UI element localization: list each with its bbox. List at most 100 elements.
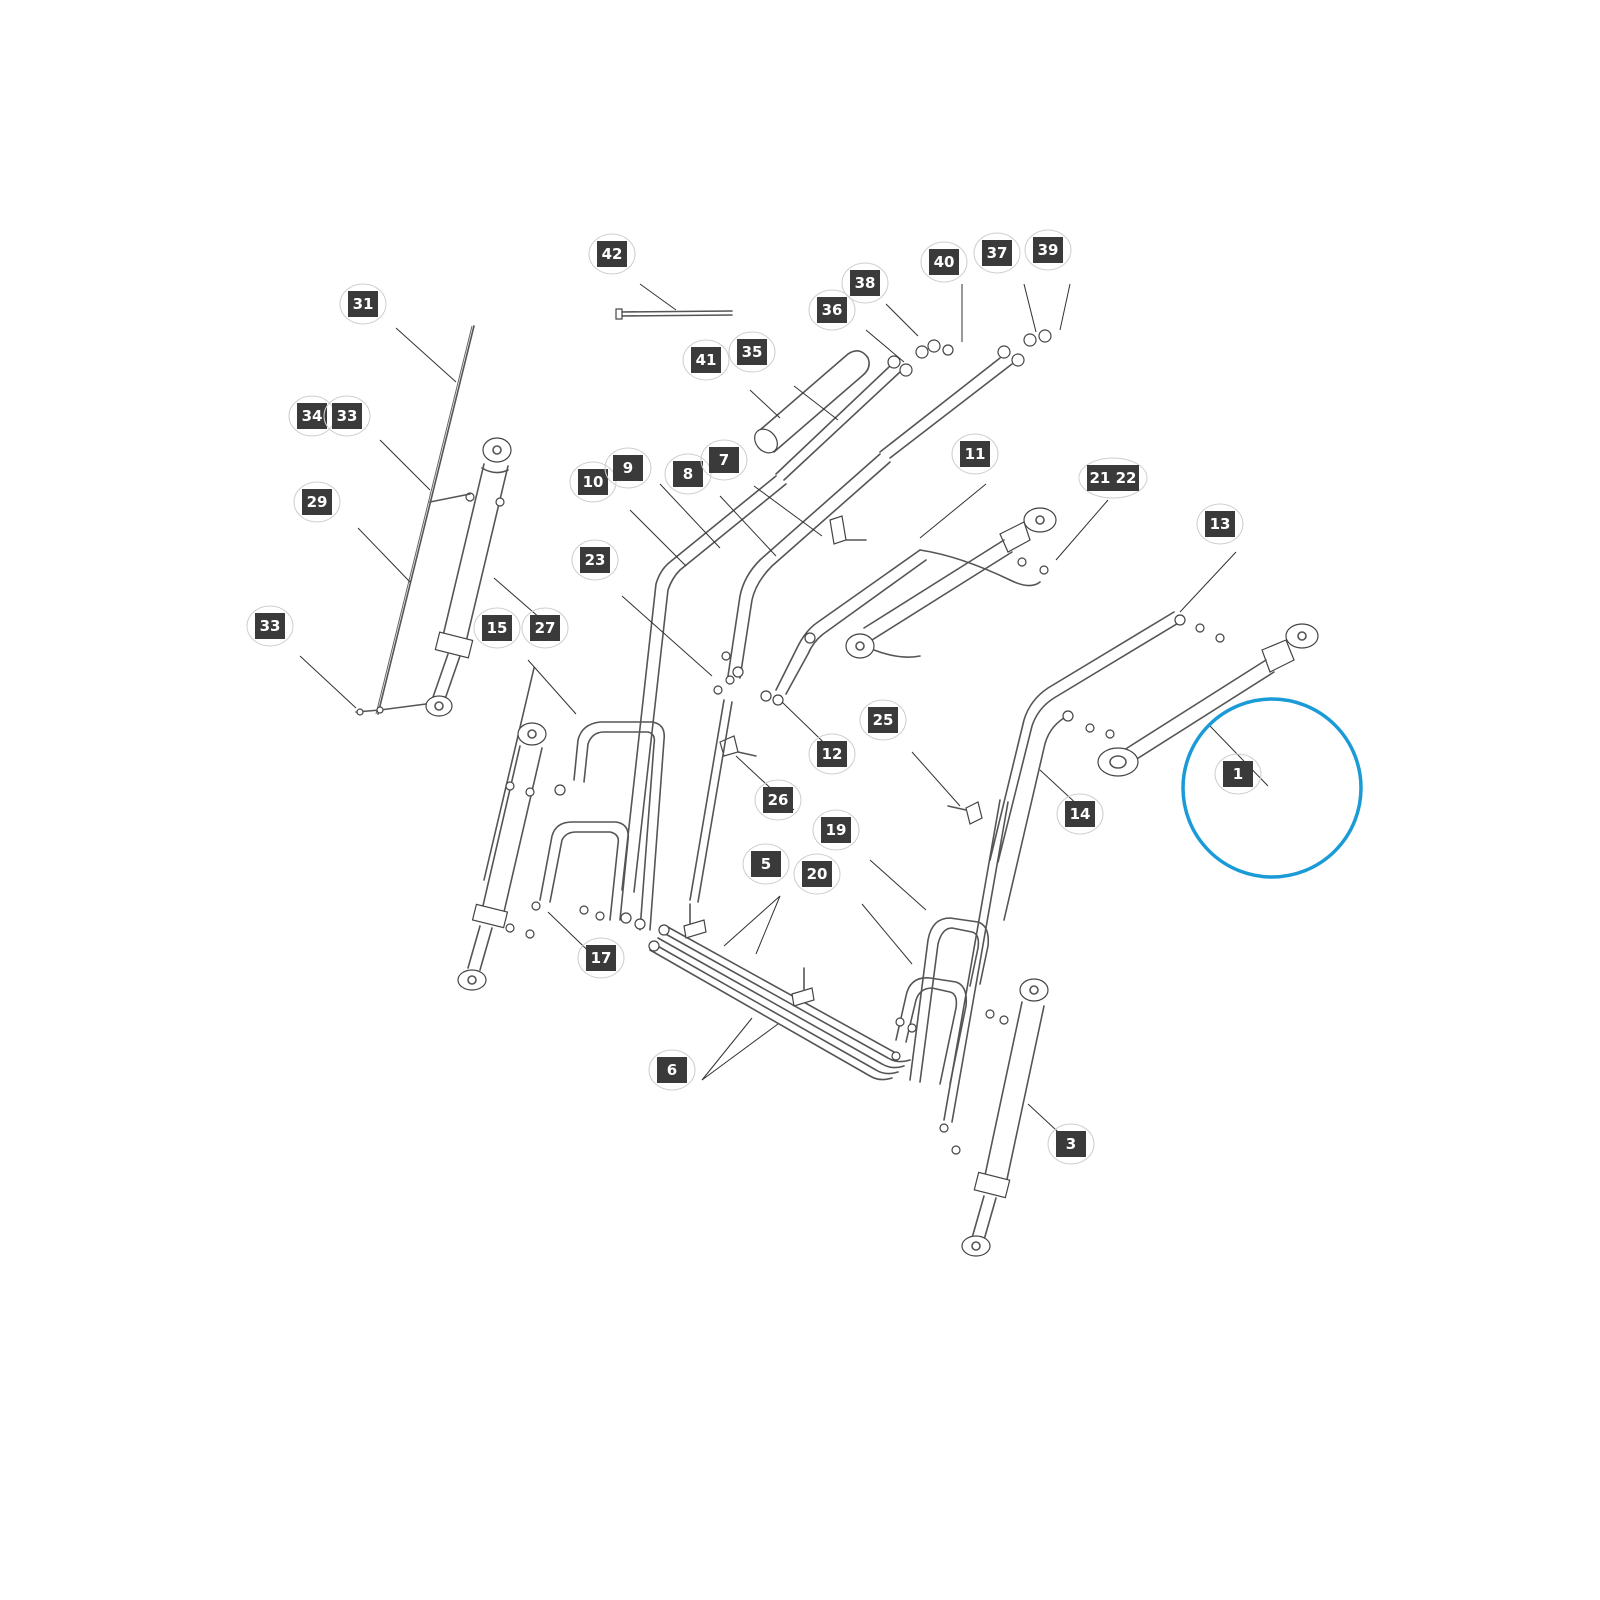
callout-badge [580, 547, 610, 573]
part-17-loop-pipe [531, 821, 646, 930]
callout-ring [973, 232, 1021, 274]
callout-label: 33 [260, 617, 281, 635]
callout-12: 12 [808, 733, 856, 775]
callout-37: 37 [973, 232, 1021, 274]
callout-label: 34 [302, 407, 323, 425]
callout-25: 25 [859, 699, 907, 741]
callout-label: 23 [585, 551, 606, 569]
callout-label: 21 22 [1090, 469, 1137, 487]
callout-10: 10 [569, 461, 617, 503]
part-7-bracket [829, 515, 867, 545]
part-left-lower-cylinder [457, 667, 566, 991]
callout-38: 38 [841, 262, 889, 304]
callout-badge [709, 447, 739, 473]
callout-label: 37 [987, 244, 1008, 262]
callout-label: 15 [487, 619, 508, 637]
callout-badge [1087, 465, 1139, 491]
callout-badge [960, 441, 990, 467]
callout-badge [850, 270, 880, 296]
callout-ring [473, 607, 521, 649]
callout-label: 27 [535, 619, 556, 637]
callout-badge [302, 489, 332, 515]
callout-label: 6 [667, 1061, 677, 1079]
highlight-circle [1181, 697, 1363, 879]
callout-label: 10 [583, 473, 604, 491]
callout-33: 33 [323, 395, 371, 437]
part-1-cylinder [1097, 623, 1319, 777]
callout-badge [657, 1057, 687, 1083]
callout-label: 36 [822, 301, 843, 319]
callout-label: 26 [768, 791, 789, 809]
part-27-cylinder-left-upper [425, 437, 512, 717]
callout-34: 34 [288, 395, 336, 437]
callout-ring [569, 461, 617, 503]
callout-badge [821, 817, 851, 843]
callout-badge [297, 403, 327, 429]
callout-ring [1047, 1123, 1095, 1165]
part-20-loop-pipe [891, 977, 968, 1085]
callout-ring [588, 233, 636, 275]
callout-badge [255, 613, 285, 639]
callout-17: 17 [577, 937, 625, 979]
callout-8: 8 [664, 453, 712, 495]
callout-13: 13 [1196, 503, 1244, 545]
callout-9: 9 [604, 447, 652, 489]
callout-ring [728, 331, 776, 373]
callout-36: 36 [808, 289, 856, 331]
part-42-pin [615, 308, 733, 320]
callout-label: 25 [873, 711, 894, 729]
callout-badge [332, 403, 362, 429]
callout-ring [604, 447, 652, 489]
callout-label: 31 [353, 295, 374, 313]
callout-ring [951, 433, 999, 475]
callout-label: 40 [934, 253, 955, 271]
part-33-fittings [355, 493, 471, 716]
part-3-cylinder [961, 978, 1049, 1257]
callout-31: 31 [339, 283, 387, 325]
callout-badge [348, 291, 378, 317]
callout-39: 39 [1024, 229, 1072, 271]
callout-label: 7 [719, 451, 729, 469]
callout-ring [293, 481, 341, 523]
callout-label: 38 [855, 274, 876, 292]
callout-badge [1223, 761, 1253, 787]
callout-badge [691, 347, 721, 373]
callout-42: 42 [588, 233, 636, 275]
callout-ring [812, 809, 860, 851]
part-14-pipe [1003, 710, 1115, 921]
callout-badge [586, 945, 616, 971]
callout-badge [868, 707, 898, 733]
callout-14: 14 [1056, 793, 1104, 835]
callout-label: 33 [337, 407, 358, 425]
callout-26: 26 [754, 779, 802, 821]
callout-label: 1 [1233, 765, 1243, 783]
callout-ring [1024, 229, 1072, 271]
part-19-loop-pipe [909, 917, 990, 1083]
callout-badge [929, 249, 959, 275]
part-13-pipe [989, 611, 1225, 863]
callout-41: 41 [682, 339, 730, 381]
callout-badge [482, 615, 512, 641]
callout-label: 3 [1066, 1135, 1076, 1153]
callout-label: 13 [1210, 515, 1231, 533]
part-5-6-pipe-bundle [648, 924, 911, 1081]
part-25-bracket [947, 801, 983, 825]
callout-label: 9 [623, 459, 633, 477]
callout-ring [1078, 457, 1148, 499]
part-8-pipe [721, 453, 891, 679]
callout-badge [613, 455, 643, 481]
callout-ring [246, 605, 294, 647]
callout-badge [597, 241, 627, 267]
callout-3: 3 [1047, 1123, 1095, 1165]
callout-label: 8 [683, 465, 693, 483]
callout-ring [920, 241, 968, 283]
leader-lines [299, 283, 1269, 1157]
callout-27: 27 [521, 607, 569, 649]
callout-badge [982, 240, 1012, 266]
part-36-hose-upper [775, 339, 954, 481]
part-37-hose-upper [879, 329, 1052, 459]
callout-15: 15 [473, 607, 521, 649]
callout-6: 6 [648, 1049, 696, 1091]
